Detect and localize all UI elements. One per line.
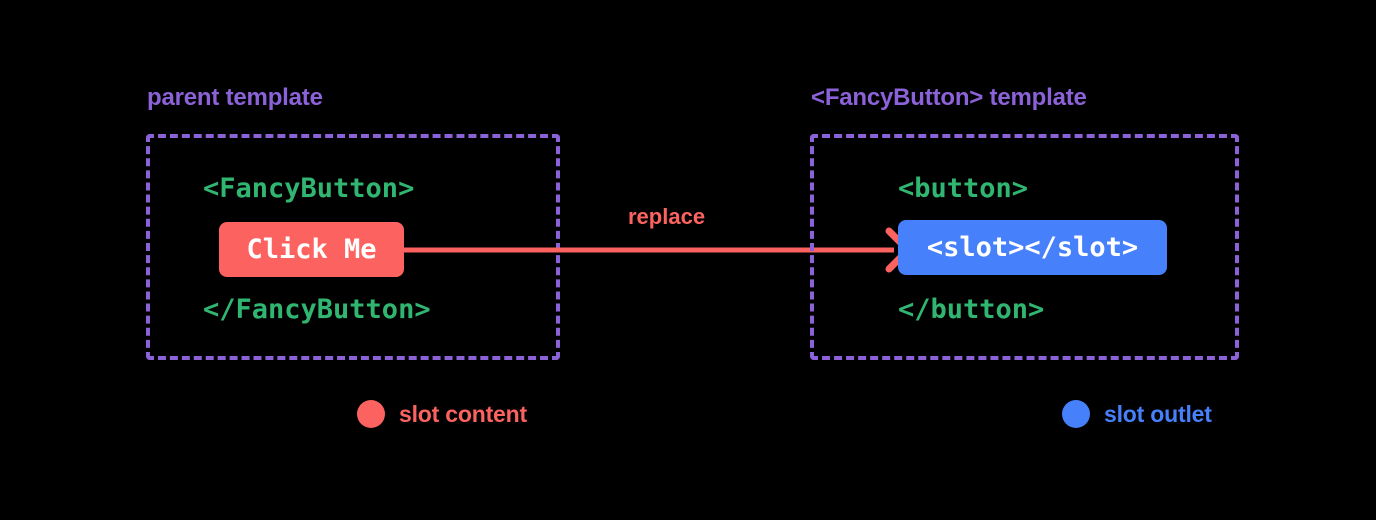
legend-dot-icon <box>357 400 385 428</box>
code-close-fancybutton: </FancyButton> <box>203 294 431 325</box>
code-close-button: </button> <box>898 294 1045 325</box>
slot-content-chip[interactable]: Click Me <box>219 222 404 277</box>
replace-arrow-label: replace <box>628 204 706 229</box>
legend-dot-icon <box>1062 400 1090 428</box>
slot-outlet-chip[interactable]: <slot></slot> <box>898 220 1167 275</box>
parent-template-label: parent template <box>147 84 323 111</box>
code-open-fancybutton: <FancyButton> <box>203 173 415 204</box>
parent-template-box <box>146 134 560 360</box>
legend-label: slot content <box>399 400 527 427</box>
legend-item-slot-content: slot content <box>357 400 527 428</box>
fancybutton-template-box <box>810 134 1239 360</box>
legend-label: slot outlet <box>1104 400 1212 427</box>
code-open-button: <button> <box>898 173 1029 204</box>
fancybutton-template-label: <FancyButton> template <box>811 84 1087 111</box>
legend-item-slot-outlet: slot outlet <box>1062 400 1212 428</box>
